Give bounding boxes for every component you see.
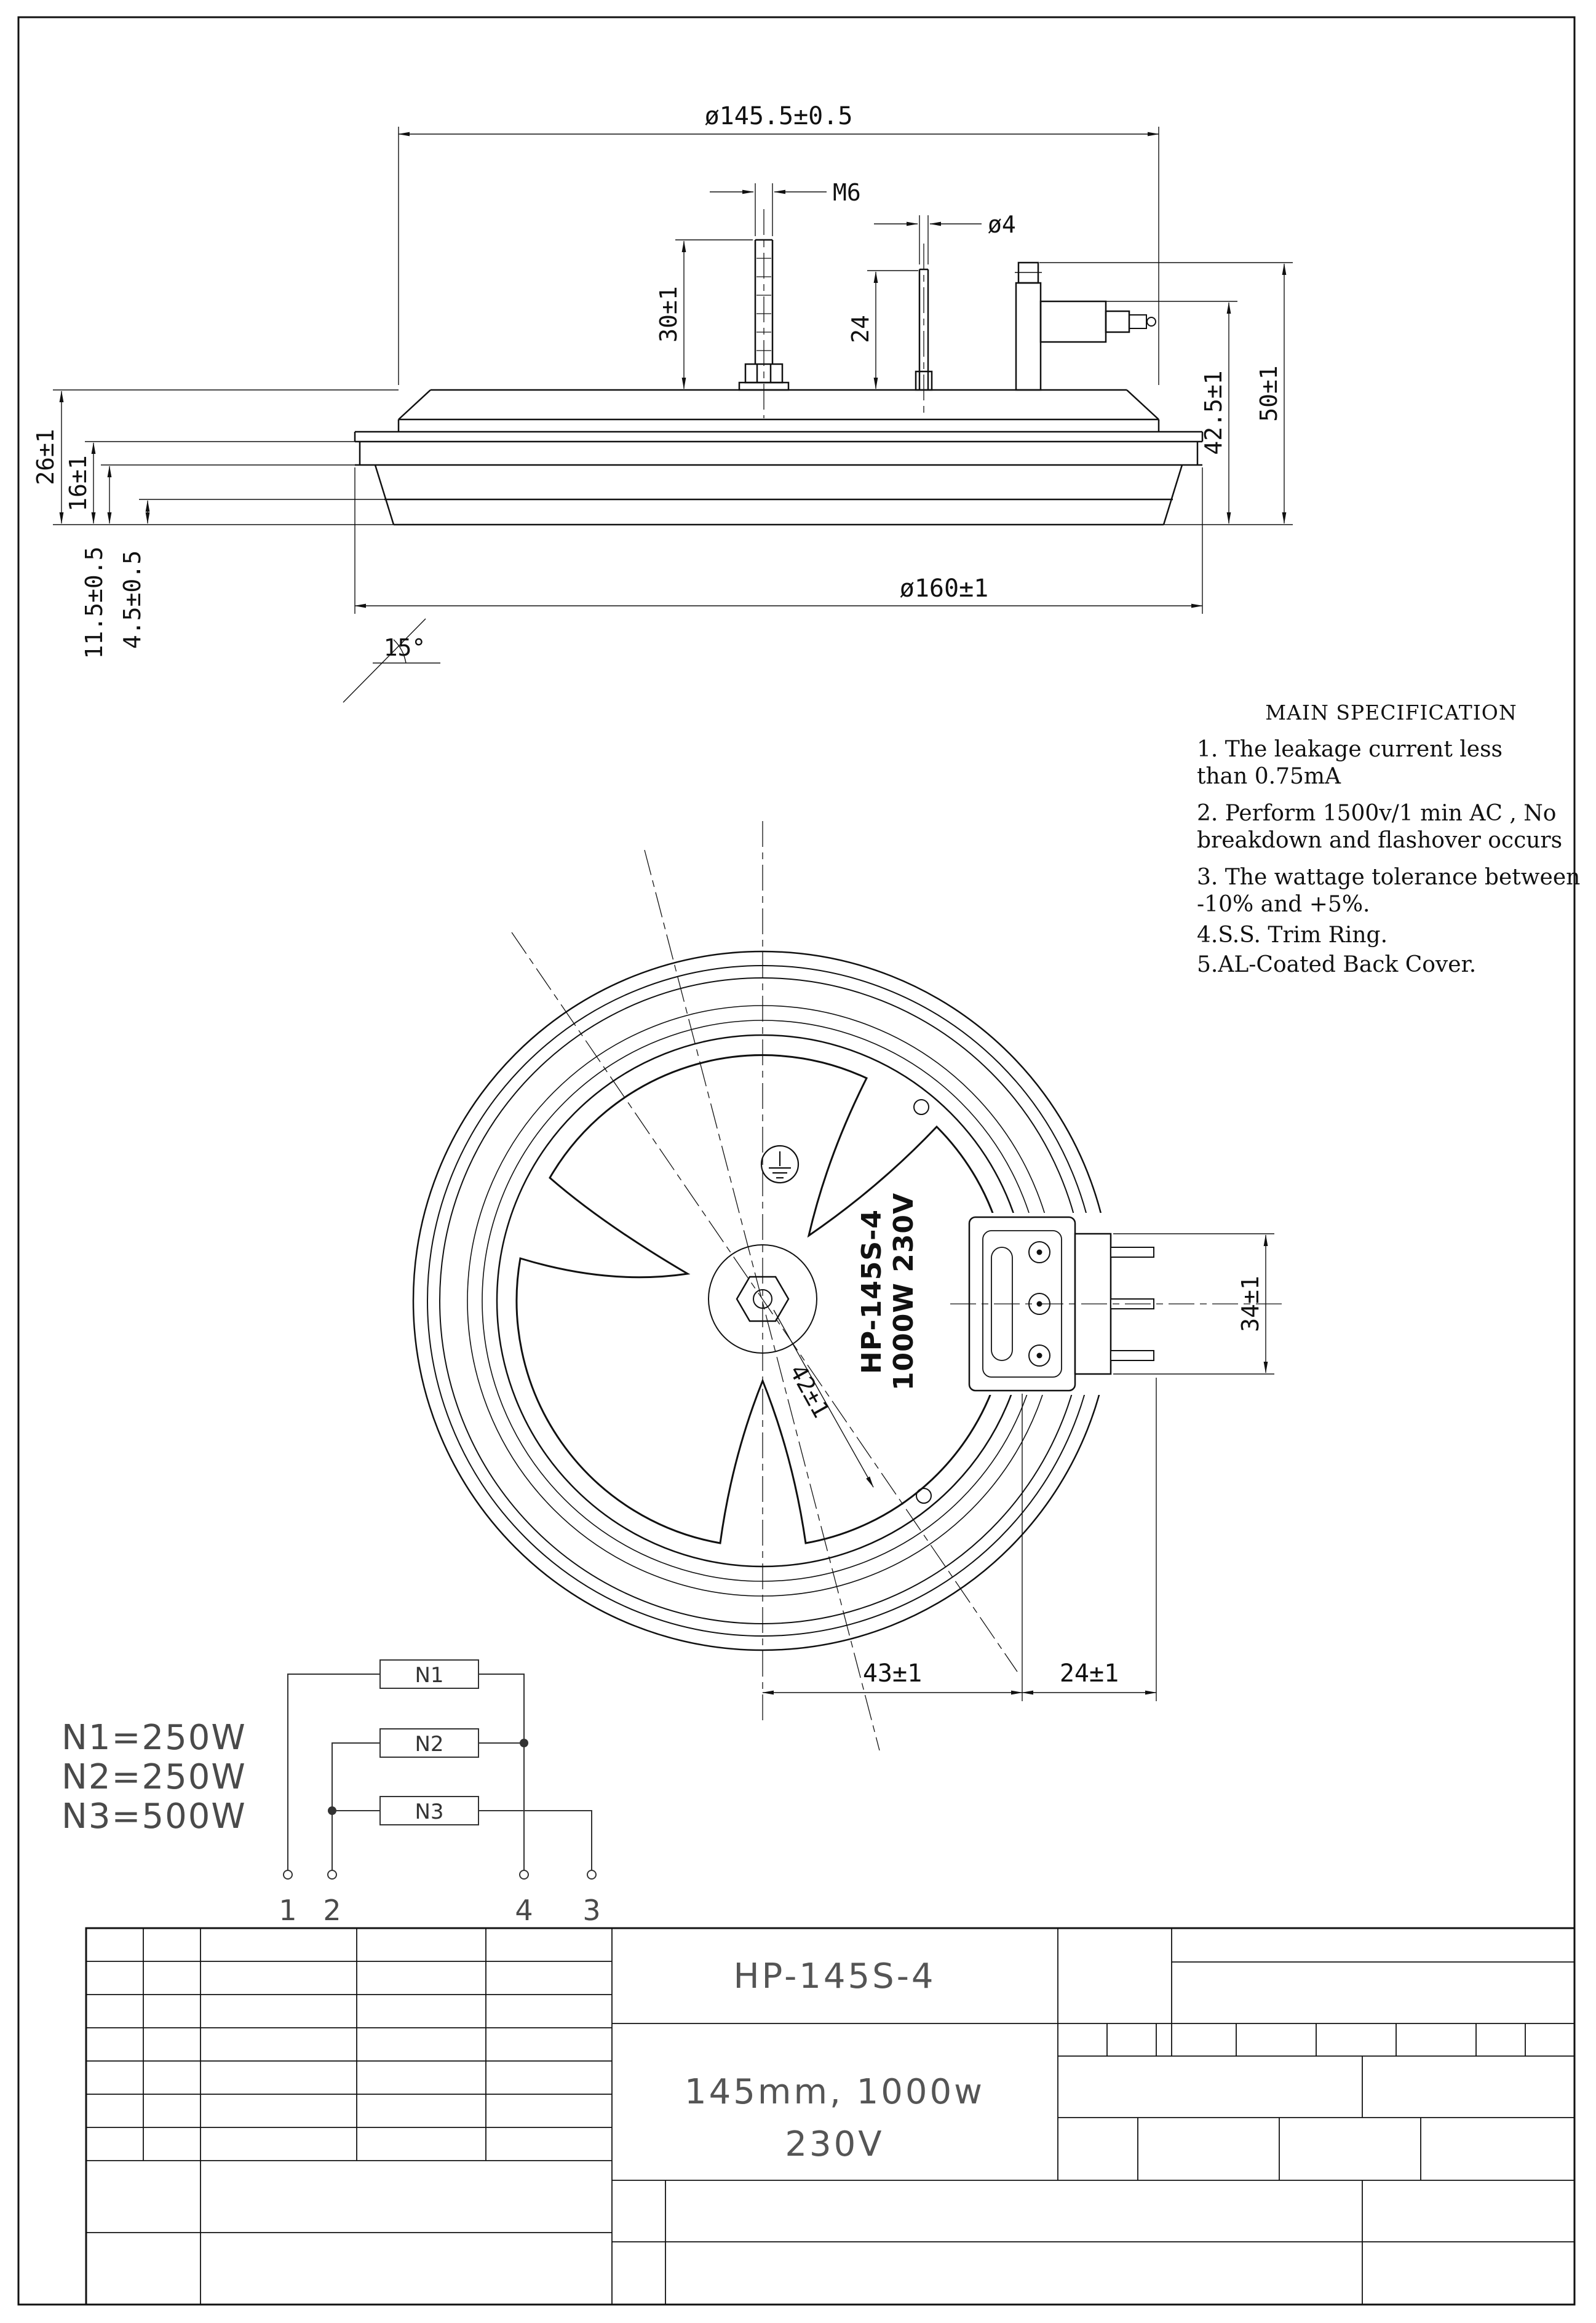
side-view-body (354, 389, 1204, 526)
plate-model-label: HP-145S-4 (856, 1209, 887, 1374)
spec-line: 1. The leakage current less (1197, 737, 1503, 762)
side-view-dim-texts: ø145.5±0.5 M6 ø4 30±1 24 42.5±1 50±1 26±… (32, 102, 1282, 661)
m6-stud (738, 239, 790, 391)
center-hex-nut (736, 1276, 790, 1322)
spec-line: breakdown and flashover occurs (1197, 828, 1562, 853)
spec-title: MAIN SPECIFICATION (1265, 701, 1517, 725)
terminal-number-4: 4 (515, 1894, 533, 1927)
terminal-pin (1110, 1247, 1154, 1258)
spec-line: than 0.75mA (1197, 764, 1341, 789)
center-boss-circle (708, 1244, 817, 1354)
terminal-circle-2 (327, 1870, 337, 1880)
title-block-texts: HP-145S-4 145mm, 1000w 230V (685, 1956, 985, 2164)
dim-overall-height: 50±1 (1255, 365, 1282, 422)
plate-rating-label: 1000W 230V (888, 1193, 919, 1391)
spec-line: 4.S.S. Trim Ring. (1197, 923, 1388, 948)
title-block-voltage: 230V (785, 2124, 884, 2164)
spec-line: 3. The wattage tolerance between (1197, 865, 1580, 890)
spec-block: MAIN SPECIFICATION 1. The leakage curren… (1197, 701, 1580, 977)
terminal-number-2: 2 (323, 1894, 341, 1927)
dim-block-height: 34±1 (1237, 1276, 1264, 1332)
dim-stud-thread: M6 (833, 179, 861, 206)
wiring-legend-n3: N3=500W (62, 1797, 247, 1837)
wiring-texts: N1=250W N2=250W N3=500W N1 N2 N3 1 2 4 3 (62, 1663, 601, 1927)
title-block-size-rating: 145mm, 1000w (685, 2072, 985, 2112)
contact-pin (915, 268, 933, 391)
mounting-hole-bottom (916, 1488, 932, 1504)
junction-dot (520, 1739, 528, 1747)
terminal-bracket (1015, 261, 1156, 391)
dim-plate-diameter: ø145.5±0.5 (705, 102, 853, 130)
dim-bracket-to-pin: 24±1 (1060, 1659, 1119, 1688)
dim-height-16: 16±1 (65, 455, 92, 512)
terminal-circle-1 (283, 1870, 293, 1880)
title-block (85, 1927, 1576, 2306)
dim-pin-diameter: ø4 (988, 211, 1016, 238)
junction-dot (328, 1806, 336, 1815)
bottom-view-centerlines (511, 821, 1018, 1751)
dim-base-diameter: ø160±1 (900, 574, 989, 603)
terminal-number-1: 1 (279, 1894, 296, 1927)
dim-height-4-5: 4.5±0.5 (119, 550, 146, 649)
mounting-hole-top (913, 1099, 929, 1115)
title-block-model: HP-145S-4 (733, 1956, 935, 1996)
resistor-label-n3: N3 (415, 1800, 443, 1824)
dim-height-11-5: 11.5±0.5 (81, 546, 108, 659)
dim-center-to-bracket: 43±1 (863, 1659, 922, 1688)
wiring-legend-n1: N1=250W (62, 1718, 247, 1758)
dim-pin-height: 24 (847, 315, 874, 343)
spec-line: 2. Perform 1500v/1 min AC , No (1197, 801, 1556, 826)
bottom-view-texts: HP-145S-4 1000W 230V 34±1 42±1 43±1 24±1 (784, 1193, 1264, 1688)
resistor-label-n2: N2 (415, 1732, 443, 1757)
ground-screw (760, 1145, 800, 1184)
terminal-circle-4 (519, 1870, 529, 1880)
bottom-view-dimensions (762, 1233, 1274, 1701)
dim-stud-height: 30±1 (655, 286, 682, 343)
wiring-legend-n2: N2=250W (62, 1757, 247, 1797)
spec-line: 5.AL-Coated Back Cover. (1197, 952, 1476, 977)
terminal-pin (1110, 1350, 1154, 1361)
wiring-diagram (283, 1659, 597, 1880)
resistor-label-n1: N1 (415, 1663, 443, 1688)
terminal-number-3: 3 (582, 1894, 600, 1927)
dim-height-26: 26±1 (32, 429, 59, 485)
dim-taper-angle: 15° (384, 634, 426, 661)
terminal-circle-3 (587, 1870, 597, 1880)
dim-bracket-height: 42.5±1 (1200, 370, 1227, 455)
side-view-dimensions (53, 127, 1293, 703)
spec-line: -10% and +5%. (1197, 892, 1370, 917)
stamped-pattern (515, 1054, 1010, 1544)
